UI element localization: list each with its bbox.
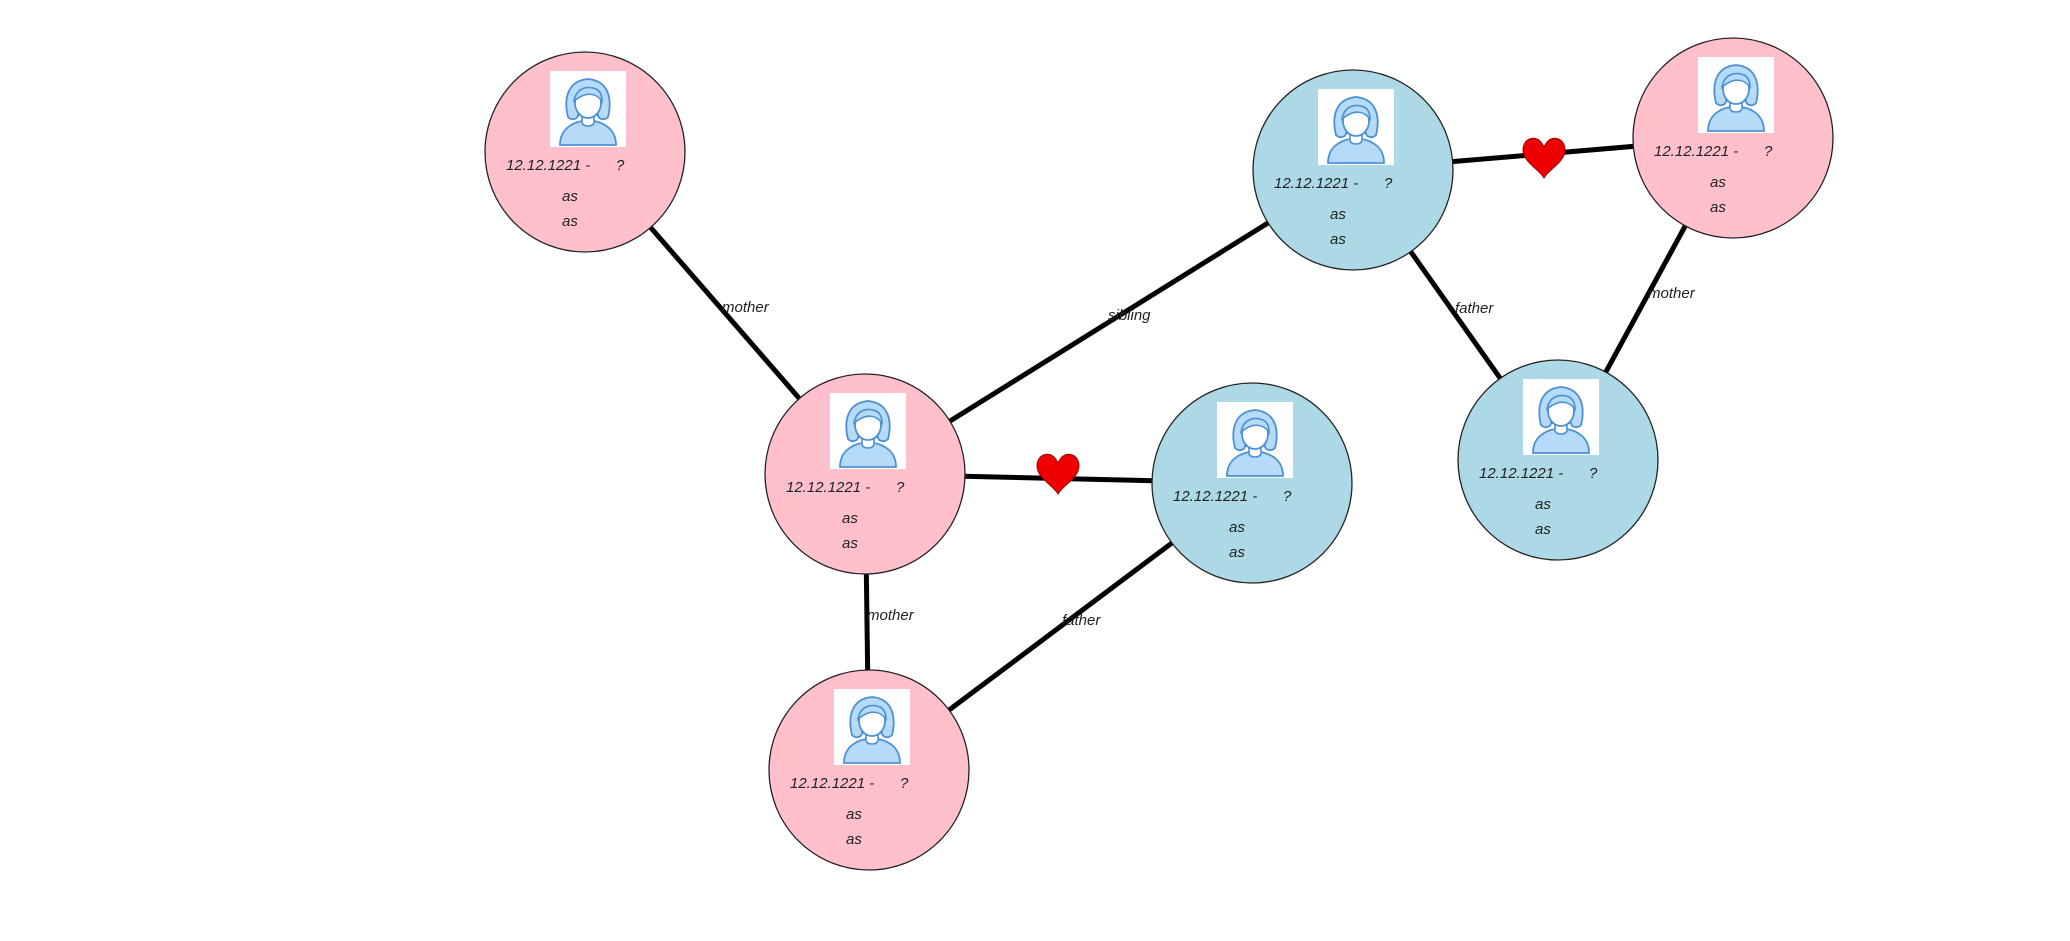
person-death-date: ? [1384, 175, 1393, 192]
edge-label-parent: mother [722, 299, 770, 316]
person-node-female[interactable]: 12.12.1221 -? as as [768, 669, 970, 871]
person-node-male[interactable]: 12.12.1221 -? as as [1151, 382, 1353, 584]
person-detail-line1: as [842, 510, 858, 527]
person-death-date: ? [1589, 465, 1598, 482]
person-death-date: ? [1283, 488, 1292, 505]
avatar-fringe [1340, 104, 1371, 122]
person-dates: 12.12.1221 - [790, 775, 874, 792]
edge-labels-layer: mother sibling father mother mother father [722, 285, 1696, 629]
person-detail-line1: as [1710, 174, 1726, 191]
person-detail-line2: as [842, 535, 858, 552]
person-detail-line1: as [562, 188, 578, 205]
edge-label-parent: father [1062, 612, 1101, 629]
person-death-date: ? [1764, 143, 1773, 160]
person-detail-line2: as [1535, 521, 1551, 538]
avatar-fringe [852, 408, 883, 426]
person-death-date: ? [616, 157, 625, 174]
person-node-circle[interactable] [764, 373, 966, 575]
person-node-circle[interactable] [1632, 37, 1834, 239]
female-avatar-icon [1698, 57, 1774, 133]
person-node-male[interactable]: 12.12.1221 -? as as [1252, 69, 1454, 271]
person-node-circle[interactable] [1457, 359, 1659, 561]
person-dates: 12.12.1221 - [1654, 143, 1738, 160]
person-node-circle[interactable] [1151, 382, 1353, 584]
female-avatar-icon [1217, 402, 1293, 478]
person-dates: 12.12.1221 - [1173, 488, 1257, 505]
avatar-fringe [1239, 417, 1270, 435]
heart-icon [1522, 137, 1566, 180]
female-avatar-icon [830, 393, 906, 469]
hearts-layer [1036, 137, 1566, 496]
person-node-circle[interactable] [484, 51, 686, 253]
avatar-fringe [1720, 72, 1751, 90]
person-detail-line2: as [1229, 544, 1245, 561]
person-death-date: ? [896, 479, 905, 496]
person-death-date: ? [900, 775, 909, 792]
heart-shape [1522, 137, 1566, 180]
person-detail-line2: as [846, 831, 862, 848]
avatar-fringe [572, 86, 603, 104]
female-avatar-icon [834, 689, 910, 765]
person-node-female[interactable]: 12.12.1221 -? as as [484, 51, 686, 253]
person-node-circle[interactable] [1252, 69, 1454, 271]
heart-shape [1036, 453, 1080, 496]
avatar-fringe [1545, 394, 1576, 412]
person-dates: 12.12.1221 - [786, 479, 870, 496]
person-detail-line1: as [1330, 206, 1346, 223]
person-detail-line2: as [1330, 231, 1346, 248]
female-avatar-icon [1523, 379, 1599, 455]
person-detail-line2: as [1710, 199, 1726, 216]
person-dates: 12.12.1221 - [1274, 175, 1358, 192]
person-dates: 12.12.1221 - [1479, 465, 1563, 482]
person-detail-line1: as [846, 806, 862, 823]
person-node-male[interactable]: 12.12.1221 -? as as [1457, 359, 1659, 561]
edge-label-parent: mother [1648, 285, 1696, 302]
person-node-circle[interactable] [768, 669, 970, 871]
heart-icon [1036, 453, 1080, 496]
person-node-female[interactable]: 12.12.1221 -? as as [764, 373, 966, 575]
person-dates: 12.12.1221 - [506, 157, 590, 174]
avatar-fringe [856, 704, 887, 722]
person-detail-line2: as [562, 213, 578, 230]
person-node-female[interactable]: 12.12.1221 -? as as [1632, 37, 1834, 239]
edge-label-parent: father [1455, 300, 1494, 317]
female-avatar-icon [1318, 89, 1394, 165]
female-avatar-icon [550, 71, 626, 147]
person-detail-line1: as [1535, 496, 1551, 513]
person-detail-line1: as [1229, 519, 1245, 536]
edge-label-sibling: sibling [1108, 307, 1151, 324]
edge-label-parent: mother [867, 607, 915, 624]
